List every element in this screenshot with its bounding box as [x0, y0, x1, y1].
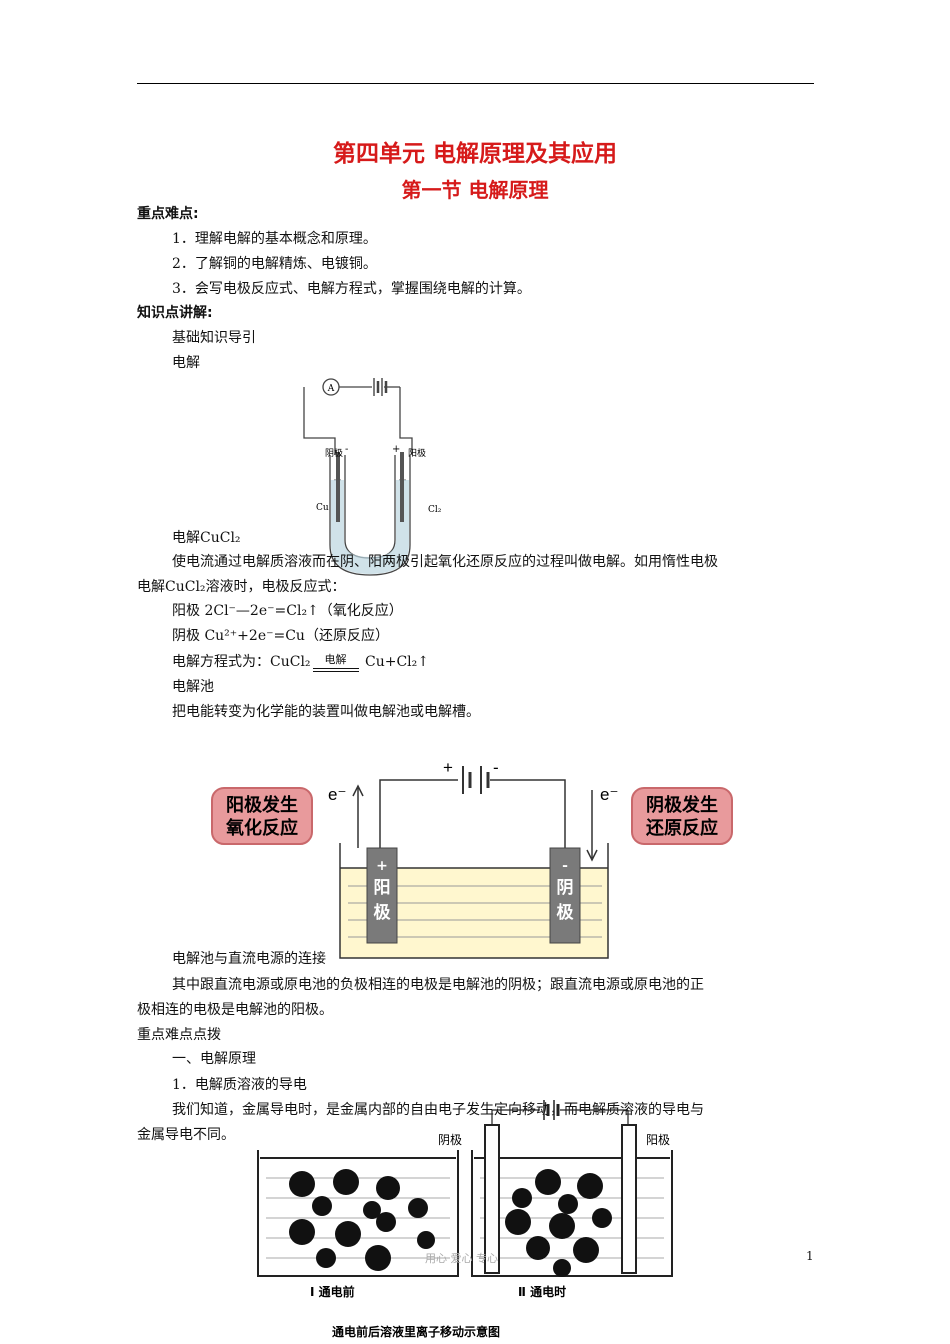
overall-eq-suffix: Cu+Cl₂↑ — [360, 654, 429, 670]
cu-label: Cu — [316, 503, 329, 513]
reduction-box-line1: 阴极发生 — [646, 794, 718, 816]
overall-equation: 电解方程式为：CuCl₂ 电解 Cu+Cl₂↑ — [172, 651, 429, 672]
oxidation-box-line1: 阳极发生 — [226, 794, 298, 816]
fig3-right-label: Ⅱ 通电时 — [518, 1284, 566, 1299]
cathode-label: 阴极 — [325, 447, 343, 459]
fig2-caption: 电解池与直流电源的连接 — [172, 948, 326, 968]
ammeter-label: A — [327, 384, 335, 394]
fig3-left-label: Ⅰ 通电前 — [310, 1284, 355, 1299]
fig3-caption: 通电前后溶液里离子移动示意图 — [332, 1324, 500, 1339]
anode-label: 阳极 — [408, 447, 426, 459]
anode-equation: 阳极 2Cl⁻—2e⁻=Cl₂↑（氧化反应） — [172, 603, 403, 619]
key-point-1: 1．理解电解的基本概念和原理。 — [172, 231, 377, 247]
para2-line1: 其中跟直流电源或原电池的负极相连的电极是电解池的阴极；跟直流电源或原电池的正 — [172, 977, 704, 993]
battery-plus: + — [443, 758, 453, 777]
tips-heading: 重点难点点拨 — [137, 1027, 221, 1043]
unit-title: 第四单元 电解原理及其应用 — [332, 141, 617, 167]
cathode-sign: - — [345, 444, 348, 455]
ions-during — [505, 1169, 612, 1277]
overall-eq-prefix: 电解方程式为：CuCl₂ — [172, 654, 311, 670]
reduction-box-line2: 还原反应 — [645, 817, 718, 839]
key-point-3: 3．会写电极反应式、电解方程式，掌握围绕电解的计算。 — [172, 281, 531, 297]
knowledge-heading: 知识点讲解: — [137, 305, 213, 321]
para1-line2: 电解CuCl₂溶液时，电极反应式： — [137, 579, 346, 595]
basic-guide: 基础知识导引 — [172, 330, 256, 346]
cell-definition: 把电能转变为化学能的装置叫做电解池或电解槽。 — [172, 704, 480, 720]
oxidation-box — [211, 787, 313, 845]
electrolytic-cell-figure: 阳极发生 氧化反应 阴极发生 还原反应 e⁻ e⁻ + - + 阳 极 - 阴 … — [211, 758, 733, 959]
para1-line1: 使电流通过电解质溶液而在阴、阳两极引起氧化还原反应的过程叫做电解。如用惰性电极 — [172, 554, 718, 570]
para3-line2: 金属导电不同。 — [137, 1127, 235, 1143]
subsection-1-1: 1．电解质溶液的导电 — [172, 1077, 307, 1093]
reaction-condition: 电解 — [311, 653, 361, 672]
electron-right: e⁻ — [600, 785, 618, 804]
fig3-anode-tag: 阳极 — [646, 1133, 670, 1147]
cathode-equation: 阴极 Cu²⁺+2e⁻=Cu（还原反应） — [172, 628, 389, 644]
subsection-1: 一、电解原理 — [172, 1051, 256, 1067]
cathode-electrode — [549, 847, 581, 944]
watermark: 用心 爱心 专心 — [425, 1252, 498, 1265]
fig3-cathode-rod — [484, 1124, 500, 1274]
condition-text: 电解 — [324, 653, 347, 666]
electron-left: e⁻ — [328, 785, 346, 804]
cathode-char2: 极 — [557, 903, 574, 923]
section-title: 第一节 电解原理 — [401, 178, 549, 202]
anode-char2: 极 — [374, 903, 391, 923]
fig1-caption: 电解CuCl₂ — [172, 530, 241, 546]
oxidation-box-line2: 氧化反应 — [225, 817, 298, 839]
fig3-anode-rod — [621, 1124, 637, 1274]
anode-sign: + — [376, 858, 388, 874]
cathode-sign: - — [562, 858, 568, 874]
page-number: 1 — [806, 1249, 814, 1263]
electrolysis-heading: 电解 — [172, 355, 200, 371]
equals-bar-1 — [312, 668, 359, 669]
cl2-label: Cl₂ — [428, 505, 442, 515]
key-point-2: 2．了解铜的电解精炼、电镀铜。 — [172, 256, 377, 272]
u-tube-electrolysis-figure: A 阴极 - + 阳极 Cu Cl₂ — [303, 378, 442, 576]
ions-before — [289, 1169, 435, 1271]
anode-char1: 阳 — [374, 878, 391, 898]
cathode-char1: 阴 — [557, 878, 574, 898]
cell-heading: 电解池 — [172, 679, 214, 695]
anode-sign: + — [392, 444, 400, 455]
header-rule — [137, 83, 814, 84]
para3-line1: 我们知道，金属导电时，是金属内部的自由电子发生定向移动，而电解质溶液的导电与 — [172, 1102, 704, 1118]
equals-bar-2 — [312, 671, 359, 672]
anode-electrode — [366, 847, 398, 944]
ion-migration-figure: 阴极 阳极 Ⅰ 通电前 Ⅱ 通电时 通电前后溶液里离子移动示意图 — [257, 1100, 673, 1339]
fig3-cathode-tag: 阴极 — [438, 1133, 462, 1147]
key-points-heading: 重点难点: — [137, 206, 199, 222]
battery-minus: - — [493, 758, 499, 777]
reduction-box — [631, 787, 733, 845]
para2-line2: 极相连的电极是电解池的阳极。 — [137, 1002, 333, 1018]
